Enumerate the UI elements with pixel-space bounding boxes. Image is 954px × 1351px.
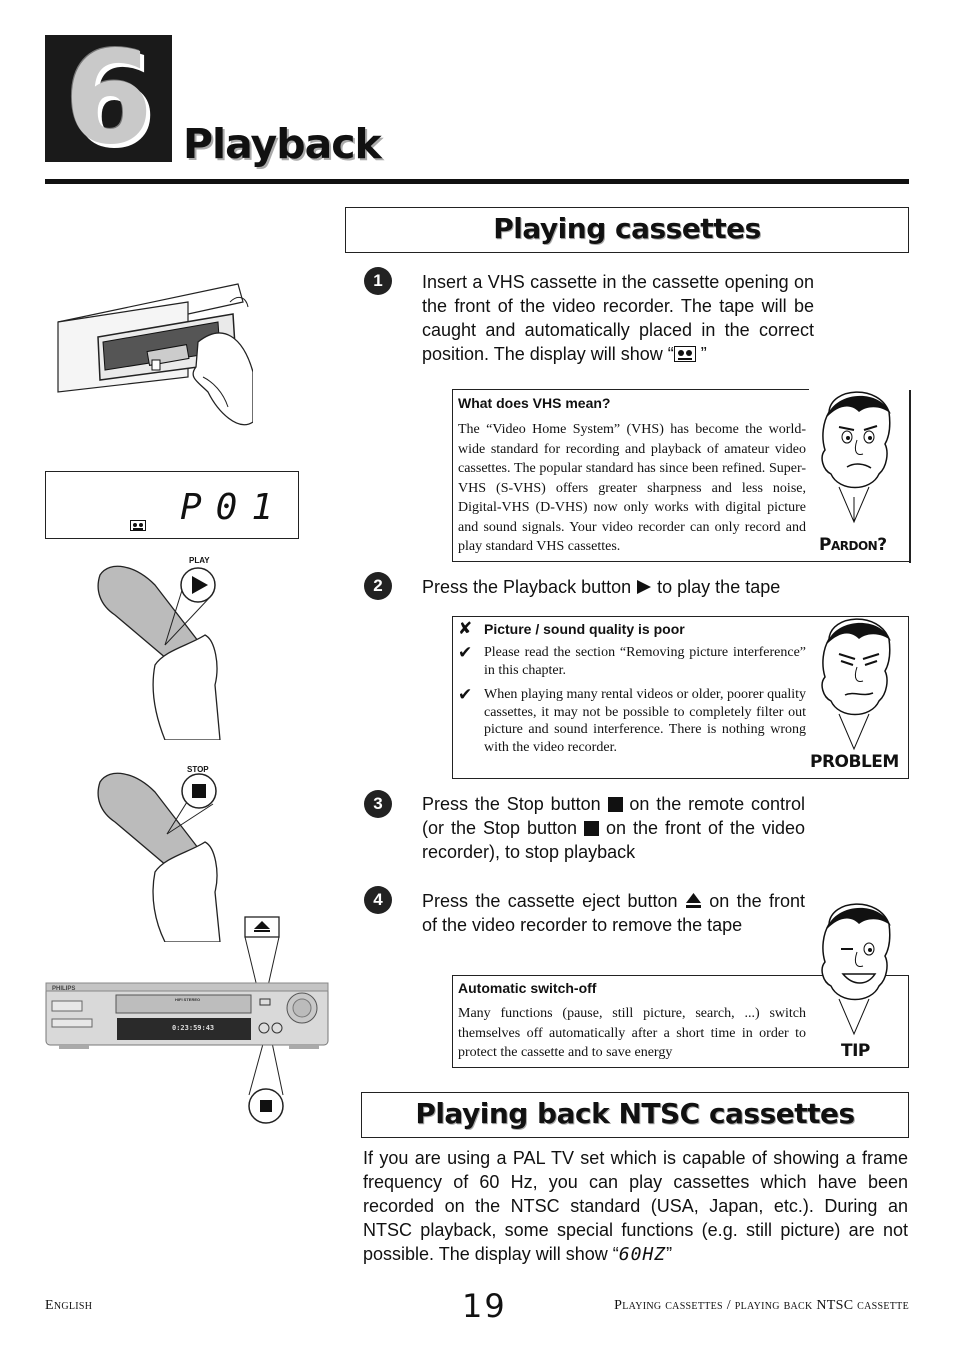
cassette-icon bbox=[673, 346, 696, 362]
section-title-playing-cassettes: Playing cassettes bbox=[345, 207, 909, 253]
tip-label: TIP bbox=[841, 1041, 870, 1061]
pardon-label: Pardon? bbox=[819, 535, 887, 555]
step-4-badge: 4 bbox=[364, 886, 392, 914]
step-1-badge: 1 bbox=[364, 267, 392, 295]
ntsc-display-value: 60HZ bbox=[618, 1244, 667, 1265]
step-2-text: Press the Playback button to play the ta… bbox=[422, 577, 781, 597]
check-icon: ✔ bbox=[458, 643, 473, 663]
lcd-readout: P01 bbox=[180, 487, 288, 528]
pardon-face-icon bbox=[821, 391, 891, 524]
vcr-front-illustration bbox=[45, 916, 329, 1124]
pardon-text: The “Video Home System” (VHS) has become… bbox=[458, 422, 806, 554]
vcr-hifi-label: HIFI STEREO bbox=[175, 997, 201, 1002]
problem-label: PROBLEM bbox=[810, 752, 899, 772]
stop-icon bbox=[607, 797, 623, 812]
section-title-ntsc: Playing back NTSC cassettes bbox=[361, 1092, 909, 1138]
step-2-badge: 2 bbox=[364, 572, 392, 600]
cassette-insert-illustration bbox=[57, 283, 253, 426]
stop-icon bbox=[584, 821, 600, 836]
pardon-heading: What does VHS mean? bbox=[458, 395, 611, 411]
problem-info-box: ✘ Picture / sound quality is poor ✔ Plea… bbox=[452, 616, 909, 779]
problem-item: ✔ When playing many rental videos or old… bbox=[458, 685, 806, 755]
chapter-title: Playback bbox=[183, 120, 382, 168]
tip-face-icon bbox=[821, 903, 891, 1036]
vcr-brand: PHILIPS bbox=[52, 986, 76, 992]
remote-play-illustration bbox=[97, 565, 221, 740]
page-number: 19 bbox=[462, 1287, 507, 1325]
tip-heading: Automatic switch-off bbox=[458, 980, 597, 996]
step-1-text: Insert a VHS cassette in the cassette op… bbox=[422, 272, 814, 364]
pardon-info-box: What does VHS mean? The “Video Home Syst… bbox=[452, 388, 911, 563]
problem-heading: Picture / sound quality is poor bbox=[484, 621, 685, 637]
remote-stop-label: STOP bbox=[187, 765, 209, 774]
footer-section: Playing cassettes / playing back NTSC ca… bbox=[614, 1298, 909, 1313]
tip-text: Many functions (pause, still picture, se… bbox=[458, 1006, 806, 1060]
step-3-badge: 3 bbox=[364, 790, 392, 818]
remote-stop-illustration bbox=[97, 772, 221, 942]
tip-info-box: Automatic switch-off Many functions (pau… bbox=[452, 903, 909, 1068]
footer-language: English bbox=[45, 1298, 93, 1313]
cross-icon: ✘ bbox=[458, 619, 473, 639]
remote-play-label: PLAY bbox=[189, 556, 210, 565]
step-3-text: Press the Stop button on the remote cont… bbox=[422, 794, 805, 862]
check-icon: ✔ bbox=[458, 685, 473, 705]
lcd-display: P01 bbox=[45, 471, 299, 539]
chapter-number-box: 6 bbox=[45, 29, 172, 169]
header-rule bbox=[45, 179, 909, 184]
cassette-icon bbox=[130, 520, 146, 531]
problem-item: ✔ Please read the section “Removing pict… bbox=[458, 643, 806, 678]
ntsc-paragraph: If you are using a PAL TV set which is c… bbox=[363, 1148, 908, 1265]
eject-icon bbox=[685, 893, 701, 908]
step-4-text: Press the cassette eject button on the f… bbox=[422, 891, 805, 935]
problem-face-icon bbox=[821, 618, 891, 751]
play-icon bbox=[637, 580, 652, 594]
vcr-counter: 0:23:59:43 bbox=[172, 1024, 215, 1032]
chapter-number: 6 bbox=[63, 24, 154, 173]
